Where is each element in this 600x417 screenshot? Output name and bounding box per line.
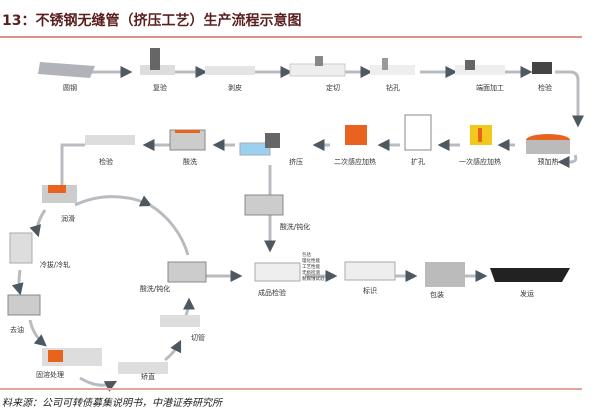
step-label: 去油 xyxy=(10,325,24,334)
expanding-press-icon xyxy=(404,114,432,151)
end-facing-machine-icon xyxy=(465,60,475,70)
passivation-tank-icon xyxy=(244,194,284,216)
inspection-item: 包括 xyxy=(302,251,311,258)
pipe-cutting-icon xyxy=(160,315,200,327)
inspection-item: 工艺性能 xyxy=(302,263,320,270)
ship-icon xyxy=(490,268,570,282)
step-label: 成品检验 xyxy=(258,288,286,297)
solution-treatment-icon xyxy=(48,350,63,362)
step-label: 剥皮 xyxy=(228,83,242,92)
straightening-icon xyxy=(118,362,168,374)
figure-title: 13：不锈钢无缝管（挤压工艺）生产流程示意图 xyxy=(2,13,302,29)
branch-labels: 酸洗/钝化 成品检验 标识 包装 发运 xyxy=(258,222,534,299)
step-label: 预加热 xyxy=(538,157,559,166)
step-label: 扩孔 xyxy=(411,157,425,166)
top-divider xyxy=(0,36,582,38)
inspection-item: 无损检测 xyxy=(302,269,320,276)
row1-labels: 圆钢 复验 剥皮 定切 钻孔 端面加工 检验 xyxy=(63,83,552,92)
degreasing-tank-icon xyxy=(7,294,41,316)
inspection-items: 包括 理化性能 工艺性能 无损检测 耐腐蚀试验 xyxy=(302,251,325,282)
cycle-arc xyxy=(79,376,118,392)
step-label: 定切 xyxy=(326,83,340,92)
step-label: 一次感应加热 xyxy=(459,157,501,166)
step-label: 冷拔/冷轧 xyxy=(40,260,70,269)
flow-arrow xyxy=(555,70,584,128)
cycle-arc xyxy=(164,339,182,362)
round-steel-icon xyxy=(38,62,95,78)
equipment-icons xyxy=(7,48,570,374)
cold-drawing-icon xyxy=(9,232,33,264)
step-label: 标识 xyxy=(363,286,377,295)
step-label: 包装 xyxy=(430,290,444,299)
step-label: 圆钢 xyxy=(63,83,77,92)
step-label: 润滑 xyxy=(61,214,75,223)
step-label: 二次感应加热 xyxy=(334,157,376,166)
bottom-divider xyxy=(0,388,582,390)
step-label: 检验 xyxy=(99,157,113,166)
extrusion-press-icon xyxy=(265,133,280,148)
induction-heater-2-icon xyxy=(345,125,367,145)
step-label: 挤压 xyxy=(289,157,303,166)
inspection-table-icon xyxy=(85,135,135,145)
step-label: 矫直 xyxy=(141,372,155,381)
lubrication-icon xyxy=(48,185,66,193)
reinspect-machine-icon xyxy=(150,48,160,70)
package-icon xyxy=(425,262,465,287)
step-label: 酸洗/钝化 xyxy=(140,284,170,293)
cycle-arc xyxy=(29,209,47,238)
cycle-arc xyxy=(74,195,153,207)
final-inspection-icon xyxy=(254,262,301,282)
cycle-arc xyxy=(28,319,47,347)
inspection-item: 理化性能 xyxy=(302,257,320,264)
flow-arrow xyxy=(557,154,578,168)
inspection-icon xyxy=(532,62,552,74)
peeling-machine-icon xyxy=(205,66,255,75)
cycle-arc xyxy=(149,203,190,256)
step-label: 钻孔 xyxy=(386,83,400,92)
step-label: 酸洗 xyxy=(183,157,197,166)
drilling-machine-icon xyxy=(382,58,388,70)
source-note: 料来源：公司可转债募集说明书，中港证券研究所 xyxy=(2,398,222,409)
marking-machine-icon xyxy=(344,261,396,281)
step-label: 端面加工 xyxy=(476,83,504,92)
step-label: 固溶处理 xyxy=(36,370,64,379)
cutting-machine-icon xyxy=(315,56,323,66)
row2-labels: 预加热 一次感应加热 扩孔 二次感应加热 挤压 酸洗 检验 xyxy=(99,157,559,166)
flow-arrow xyxy=(56,143,85,198)
cycle-arc xyxy=(11,269,24,296)
step-label: 发运 xyxy=(520,289,534,298)
step-label: 复验 xyxy=(153,83,167,92)
cycle-labels: 润滑 冷拔/冷轧 去油 固溶处理 矫直 切管 酸洗/钝化 xyxy=(10,214,205,381)
step-label: 检验 xyxy=(538,83,552,92)
step-label: 酸洗/钝化 xyxy=(280,222,310,231)
inspection-item: 耐腐蚀试验 xyxy=(302,275,325,282)
passivation-tank-icon xyxy=(167,261,207,283)
step-label: 切管 xyxy=(191,333,205,342)
